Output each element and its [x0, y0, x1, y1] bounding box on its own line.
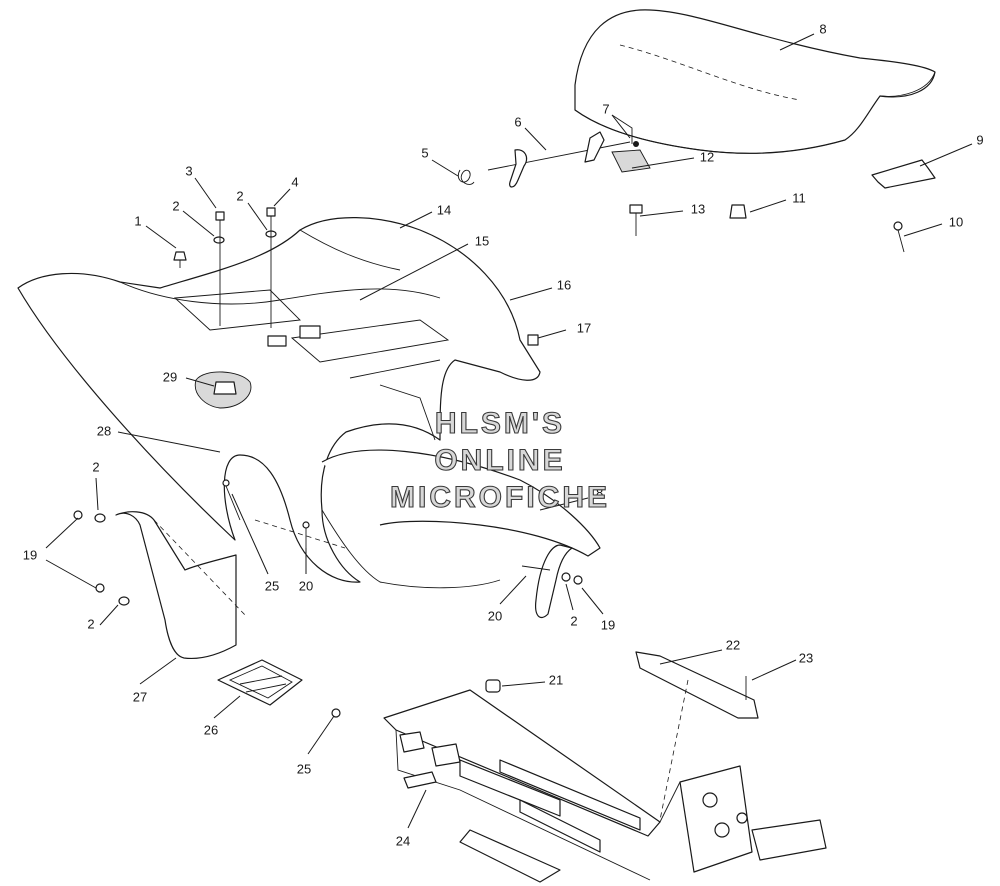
spring-part: [457, 169, 475, 185]
frame-part: [383, 689, 827, 883]
grommet-part: [485, 679, 501, 693]
fasteners-top-part: [173, 207, 277, 328]
footrest-bracket-part: [535, 544, 573, 619]
callout-16: 16: [557, 277, 571, 292]
callout-2: 2: [570, 613, 577, 628]
callout-14: 14: [437, 202, 451, 217]
callout-26: 26: [204, 722, 218, 737]
watermark: HLSM'S ONLINE MICROFICHE: [389, 406, 610, 514]
fasteners-lower-part: [73, 479, 583, 718]
callout-7: 7: [602, 101, 609, 116]
callout-13: 13: [691, 201, 705, 216]
callout-15: 15: [475, 233, 489, 248]
callout-20: 20: [299, 578, 313, 593]
mud-flap-part: [115, 511, 247, 660]
callout-5: 5: [421, 145, 428, 160]
callout-6: 6: [514, 114, 521, 129]
callout-24: 24: [396, 833, 410, 848]
callout-10: 10: [949, 214, 963, 229]
callout-8: 8: [819, 21, 826, 36]
callout-4: 4: [291, 174, 298, 189]
callout-2: 2: [87, 616, 94, 631]
callout-19: 19: [601, 617, 615, 632]
callout-17: 17: [577, 320, 591, 335]
callout-labels: 1 2 3 2 4 5 6 7 8 9 10 11 12 13 14 15 16…: [23, 21, 984, 848]
callout-25: 25: [297, 761, 311, 776]
bracket-part: [611, 149, 651, 173]
callout-25: 25: [265, 578, 279, 593]
seat-bracket-part: [871, 159, 936, 189]
decal-part: [403, 771, 437, 789]
callout-2: 2: [236, 188, 243, 203]
callout-9: 9: [976, 132, 983, 147]
callout-18: 18: [589, 485, 603, 500]
support-plate-part: [194, 371, 252, 409]
callout-2: 2: [172, 198, 179, 213]
bumper-part: [729, 204, 747, 219]
screw-10-part: [893, 221, 905, 253]
watermark-line-3: MICROFICHE: [390, 481, 610, 514]
watermark-line-2: ONLINE: [434, 444, 565, 477]
seat-latch-rod-part: [487, 114, 639, 188]
callout-22: 22: [726, 637, 740, 652]
callout-12: 12: [700, 149, 714, 164]
callout-2: 2: [92, 459, 99, 474]
clip-part: [527, 334, 539, 346]
footrest-plate-part: [217, 659, 303, 706]
callout-20: 20: [488, 608, 502, 623]
callout-11: 11: [792, 190, 806, 205]
callout-23: 23: [799, 650, 813, 665]
callout-27: 27: [133, 689, 147, 704]
frame-bracket-part: [635, 651, 759, 821]
screw-13-part: [629, 204, 643, 236]
seat-part: [574, 9, 936, 154]
callout-1: 1: [134, 213, 141, 228]
leader-lines: [45, 33, 973, 829]
watermark-line-1: HLSM'S: [435, 407, 565, 440]
callout-19: 19: [23, 547, 37, 562]
callout-3: 3: [185, 163, 192, 178]
callout-29: 29: [163, 369, 177, 384]
callout-28: 28: [97, 423, 111, 438]
callout-21: 21: [549, 672, 563, 687]
rear-fender-part: [17, 217, 601, 589]
